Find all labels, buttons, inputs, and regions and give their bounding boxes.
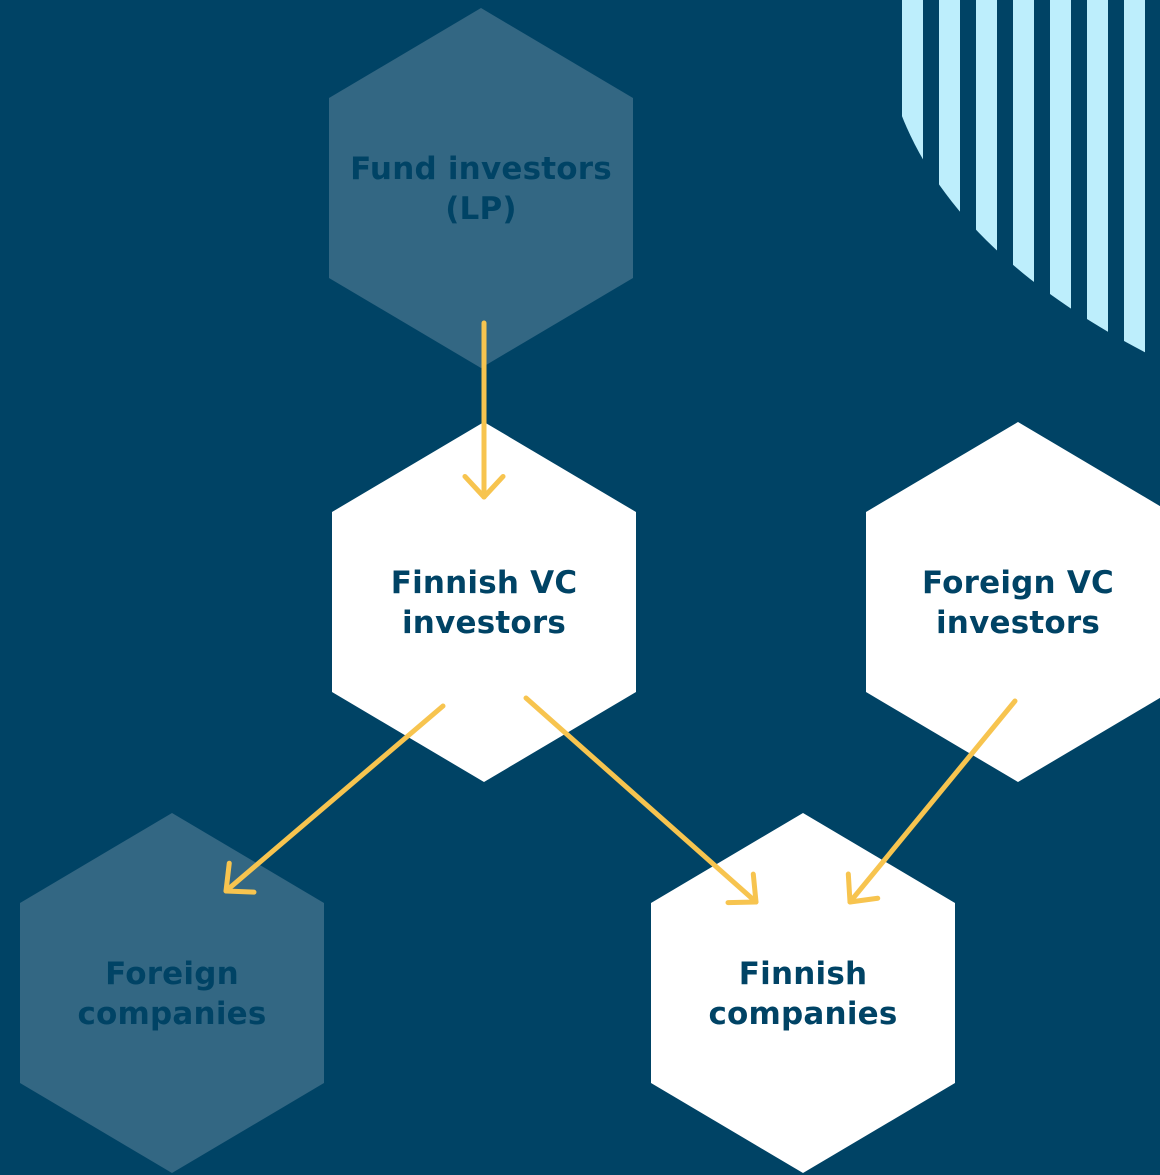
stripe-0: [902, 0, 923, 360]
hexagon-layer: Fund investors(LP)Finnish VCinvestorsFor…: [20, 8, 1160, 1173]
stripe-1: [939, 0, 960, 360]
node-label-line: Foreign VC: [922, 565, 1114, 601]
arrowhead: [223, 860, 257, 895]
node-finnish-companies: Finnish companies: [651, 813, 955, 1173]
node-label-line: companies: [77, 996, 266, 1032]
node-label-line: (LP): [445, 191, 517, 227]
node-label-line: investors: [402, 605, 566, 641]
stripe-5: [1087, 0, 1108, 360]
node-foreign-vc: Foreign VC investors: [866, 422, 1160, 782]
arrowhead: [845, 871, 881, 905]
node-label-line: Finnish: [739, 956, 868, 992]
hexagon-foreign-vc: [866, 422, 1160, 782]
arrowhead: [462, 473, 506, 500]
node-fund-investors: Fund investors (LP): [329, 8, 633, 368]
hexagon-foreign-companies: [20, 813, 324, 1173]
decorative-stripes: [902, 0, 1145, 360]
arrow-fund-investors-to-finnish-vc: [462, 320, 506, 500]
node-label-line: Finnish VC: [391, 565, 578, 601]
arrow-layer: [223, 320, 1018, 906]
hexagon-finnish-companies: [651, 813, 955, 1173]
arrow-foreign-vc-to-finnish-companies: [845, 698, 1018, 905]
node-label-line: Fund investors: [350, 151, 612, 187]
arrow-finnish-vc-to-finnish-companies: [523, 695, 759, 906]
arrowhead: [725, 871, 759, 906]
arrow-finnish-vc-to-foreign-companies: [223, 703, 446, 895]
stripe-2: [976, 0, 997, 360]
node-label-line: Foreign: [105, 956, 239, 992]
hexagon-finnish-vc: [332, 422, 636, 782]
stripe-4: [1050, 0, 1071, 360]
stripe-3: [1013, 0, 1034, 360]
hexagon-fund-investors: [329, 8, 633, 368]
node-label-line: investors: [936, 605, 1100, 641]
stripe-6: [1124, 0, 1145, 360]
node-label-line: companies: [708, 996, 897, 1032]
node-foreign-companies: Foreign companies: [20, 813, 324, 1173]
node-finnish-vc: Finnish VC investors: [332, 422, 636, 782]
